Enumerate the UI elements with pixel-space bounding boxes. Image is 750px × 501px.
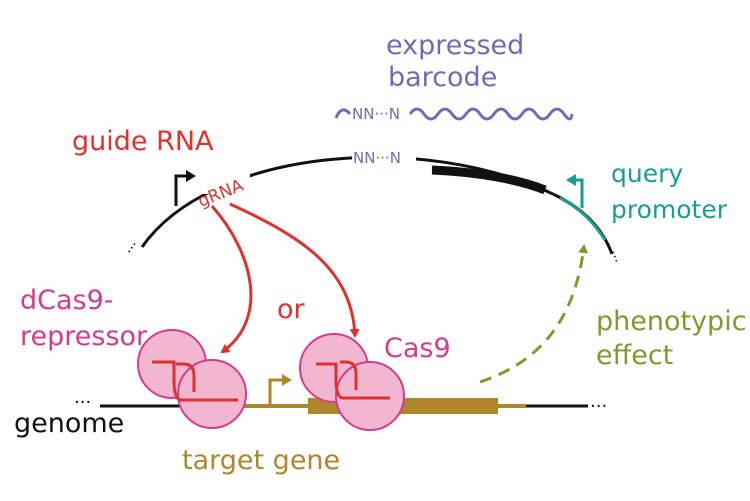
- plasmid-right-dots: ···: [604, 248, 624, 266]
- plasmid-barcode-gap: [352, 146, 416, 168]
- grna-to-cas9-arrow: [229, 202, 360, 338]
- query-promoter-line2: promoter: [611, 195, 728, 224]
- barcode-transcript-left: [334, 108, 352, 119]
- query-promoter-segment: [559, 196, 607, 241]
- dcas9-line1: dCas9-: [20, 285, 114, 316]
- phenotypic-line1: phenotypic: [596, 306, 747, 337]
- genome-label: genome: [14, 408, 124, 439]
- guide-rna-label: guide RNA: [72, 126, 214, 157]
- plasmid-barcode-sequence: NN···N: [353, 149, 401, 167]
- target-gene-promoter-arrow-icon: [268, 378, 286, 404]
- or-label: or: [277, 294, 306, 325]
- target-gene-label: target gene: [182, 445, 340, 476]
- dcas9-line2: repressor: [20, 321, 148, 352]
- query-promoter-arrow-icon: [574, 178, 584, 208]
- expressed-barcode-sequence: NN···N: [352, 105, 400, 123]
- dcas9-protein: [137, 329, 247, 429]
- grna-promoter-arrowhead-icon: [186, 170, 196, 182]
- phenotypic-line2: effect: [596, 340, 673, 371]
- grna-to-dcas9-arrow: [210, 205, 253, 354]
- phenotypic-effect-arrow: [479, 244, 589, 384]
- target-promoter-arrowhead-icon: [282, 374, 292, 386]
- reporter-segment: [431, 165, 547, 195]
- cas9-protein: [299, 333, 405, 431]
- genome-left-dots: ···: [74, 392, 91, 413]
- grna-gap: [196, 172, 250, 194]
- cas9-label: Cas9: [384, 333, 451, 364]
- barcode-transcript-wave: [408, 107, 574, 121]
- query-promoter-line1: query: [611, 159, 683, 188]
- plasmid-left-dots: ···: [122, 238, 143, 258]
- expressed-barcode-line1: expressed: [386, 30, 524, 61]
- query-arrowhead-icon: [566, 174, 576, 186]
- genome-right-dots: ···: [590, 396, 607, 417]
- expressed-barcode-line2: barcode: [388, 62, 497, 93]
